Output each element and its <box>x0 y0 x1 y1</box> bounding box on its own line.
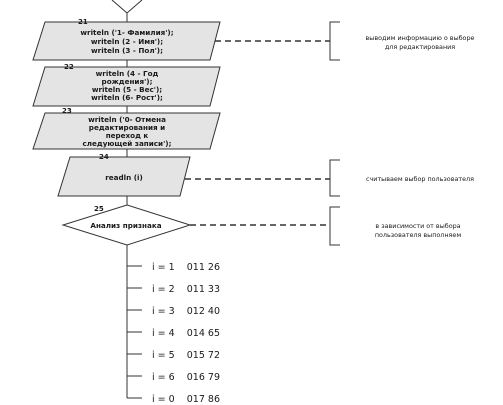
block-23-line-2: редактирования и <box>89 123 165 132</box>
io-block-23 <box>32 112 221 150</box>
branch-label-7: i = 0 017 86 <box>152 394 220 405</box>
block-23-line-4: следующей записи'); <box>83 139 172 148</box>
block-25-line-1: Анализ признака <box>90 221 161 230</box>
comment-bracket <box>329 206 340 246</box>
branch-label-1: i = 1 011 26 <box>152 262 220 273</box>
comment-3-line-2: пользователя выполняем <box>375 231 461 239</box>
block-22-line-2: рождения'); <box>102 77 153 86</box>
comment-1-line-1: выводим информацию о выборе <box>366 34 475 42</box>
branch-label-2: i = 2 011 33 <box>152 284 220 295</box>
comment-bracket <box>329 21 340 61</box>
block-24-line-1: readln (i) <box>105 173 143 182</box>
branch-label-3: i = 3 012 40 <box>152 306 220 317</box>
comment-bracket <box>329 159 340 197</box>
block-number-23: 23 <box>62 107 72 115</box>
block-22-line-4: writeln (6- Рост'); <box>91 93 163 102</box>
decision-block-25 <box>61 204 192 246</box>
comment-1-line-2: для редактирования <box>385 43 455 51</box>
branch-label-5: i = 5 015 72 <box>152 350 220 361</box>
block-21-line-2: writeln (2 - Имя'); <box>91 37 163 46</box>
io-block-24 <box>57 156 191 197</box>
block-number-21: 21 <box>78 18 88 26</box>
branch-label-6: i = 6 016 79 <box>152 372 220 383</box>
block-23-line-3: переход к <box>106 131 149 140</box>
block-number-22: 22 <box>64 63 74 71</box>
block-22-line-3: writeln (5 - Вес'); <box>92 85 162 94</box>
comment-3-line-1: в зависимости от выбора <box>375 222 460 230</box>
branch-label-4: i = 4 014 65 <box>152 328 220 339</box>
block-number-24: 24 <box>99 153 109 161</box>
top-connector <box>111 0 143 14</box>
block-21-line-1: writeln ('1- Фамилия'); <box>80 28 173 37</box>
io-block-22 <box>32 66 221 107</box>
block-22-line-1: writeln (4 - Год <box>96 69 159 78</box>
io-block-21 <box>32 21 221 61</box>
block-23-line-1: writeln ('0- Отмена <box>88 115 166 124</box>
block-number-25: 25 <box>94 205 104 213</box>
block-21-line-3: writeln (3 - Пол'); <box>91 46 163 55</box>
comment-2-line-1: считываем выбор пользователя <box>366 175 474 183</box>
